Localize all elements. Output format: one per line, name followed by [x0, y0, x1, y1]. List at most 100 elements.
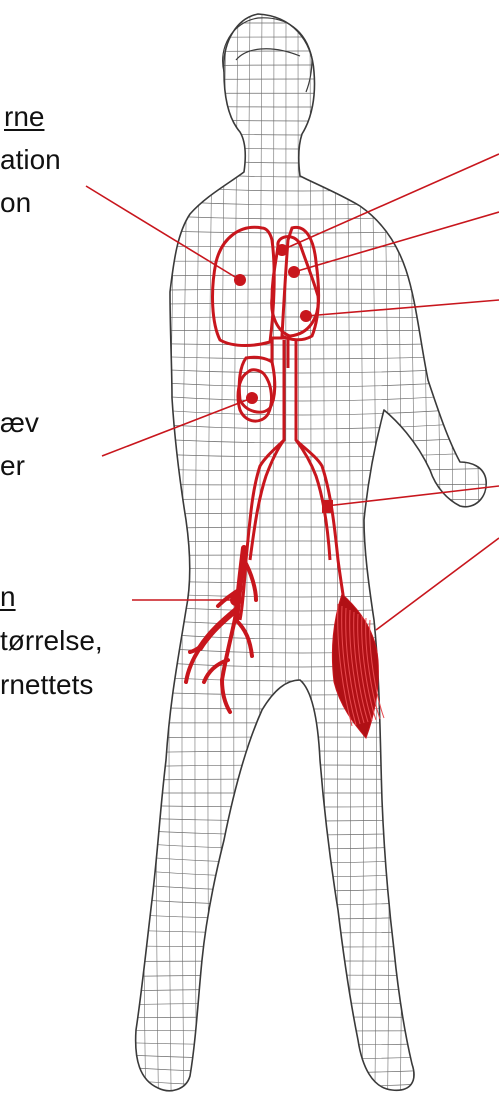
mesh-line-horizontal	[120, 1055, 490, 1059]
pointer-line	[282, 154, 499, 250]
mesh-line-horizontal	[120, 1043, 490, 1045]
mesh-line-horizontal	[120, 246, 490, 247]
mesh-line-horizontal	[120, 1067, 490, 1073]
mesh-line-horizontal	[120, 214, 490, 219]
mesh-line-horizontal	[120, 707, 490, 709]
mesh-line-vertical	[322, 10, 325, 1110]
mesh-line-horizontal	[120, 79, 490, 80]
pointer-line	[86, 186, 240, 280]
mesh-line-vertical	[169, 10, 178, 1110]
mesh-line-vertical	[130, 10, 142, 1110]
mesh-line-horizontal	[120, 118, 490, 121]
mesh-line-horizontal	[120, 568, 490, 569]
mesh-line-horizontal	[120, 155, 490, 163]
mesh-line-vertical	[156, 10, 166, 1110]
mesh-line-horizontal	[120, 631, 490, 639]
mesh-line-horizontal	[120, 555, 490, 556]
mesh-line-horizontal	[120, 142, 490, 149]
mesh-line-vertical	[273, 10, 274, 1110]
mesh-line-horizontal	[120, 765, 490, 767]
mesh-line-horizontal	[120, 605, 490, 611]
mesh-line-vertical	[406, 10, 415, 1110]
mesh-line-horizontal	[120, 527, 490, 529]
mesh-line-horizontal	[120, 130, 490, 135]
marker-dot	[288, 266, 300, 278]
mesh-line-horizontal	[120, 513, 490, 515]
mesh-line-vertical	[358, 10, 363, 1110]
mesh-line-vertical	[182, 10, 190, 1110]
mesh-line-vertical	[418, 10, 428, 1110]
mesh-line-horizontal	[120, 817, 490, 821]
mesh-line-horizontal	[120, 1080, 490, 1087]
wireframe-mesh	[117, 10, 493, 1110]
mesh-line-vertical	[195, 10, 202, 1110]
marker-dot	[246, 392, 258, 404]
mesh-line-vertical	[298, 10, 299, 1110]
mesh-line-horizontal	[120, 618, 490, 625]
mesh-line-horizontal	[120, 289, 490, 291]
mesh-line-vertical	[430, 10, 441, 1110]
mesh-line-horizontal	[120, 805, 490, 807]
mesh-line-horizontal	[120, 1017, 490, 1018]
pointer-line	[306, 300, 499, 316]
mesh-line-horizontal	[120, 989, 490, 991]
mesh-line-horizontal	[120, 946, 490, 947]
mesh-line-horizontal	[120, 355, 490, 359]
mesh-line-horizontal	[120, 645, 490, 653]
mesh-line-vertical	[394, 10, 402, 1110]
mesh-line-vertical	[478, 10, 493, 1110]
mesh-line-vertical	[143, 10, 154, 1110]
mesh-line-horizontal	[120, 779, 490, 780]
mesh-line-horizontal	[120, 37, 490, 38]
capillary-branch	[222, 680, 230, 712]
mesh-line-horizontal	[120, 468, 490, 471]
mesh-line-horizontal	[120, 751, 490, 753]
hair-outline	[223, 18, 312, 92]
mesh-line-horizontal	[120, 380, 490, 387]
pointer-lines	[86, 154, 499, 630]
mesh-line-horizontal	[120, 737, 490, 738]
mesh-line-horizontal	[120, 343, 490, 345]
mesh-line-horizontal	[120, 855, 490, 863]
mesh-line-vertical	[454, 10, 467, 1110]
mesh-line-vertical	[382, 10, 389, 1110]
mesh-line-horizontal	[120, 580, 490, 583]
mesh-line-vertical	[466, 10, 480, 1110]
marker-dot	[230, 594, 242, 606]
mesh-line-horizontal	[120, 830, 490, 835]
mesh-line-horizontal	[120, 842, 490, 849]
mesh-line-vertical	[234, 10, 238, 1110]
mesh-line-horizontal	[120, 660, 490, 667]
mesh-line-vertical	[346, 10, 350, 1110]
mesh-line-horizontal	[120, 183, 490, 191]
marker-dot	[234, 274, 246, 286]
mesh-line-horizontal	[120, 691, 490, 695]
mesh-line-horizontal	[120, 407, 490, 415]
mesh-line-horizontal	[120, 65, 490, 67]
pointer-line	[326, 486, 499, 506]
mesh-line-horizontal	[120, 275, 490, 276]
mesh-line-vertical	[221, 10, 226, 1110]
artery-marker-segment	[322, 500, 333, 513]
mesh-line-vertical	[370, 10, 376, 1110]
mesh-line-horizontal	[120, 592, 490, 597]
mesh-line-horizontal	[120, 367, 490, 373]
mesh-line-horizontal	[120, 484, 490, 485]
thigh-muscle	[332, 594, 378, 738]
mesh-line-horizontal	[120, 499, 490, 500]
left-lung-outline	[213, 227, 275, 345]
marker-dot	[276, 244, 288, 256]
mesh-line-horizontal	[120, 1093, 490, 1101]
pointer-line	[376, 538, 499, 630]
mesh-line-horizontal	[120, 1003, 490, 1005]
mesh-line-horizontal	[120, 975, 490, 977]
pointer-line	[294, 212, 499, 272]
mesh-line-vertical	[117, 10, 130, 1110]
mesh-line-horizontal	[120, 899, 490, 905]
mesh-line-horizontal	[120, 914, 490, 919]
marker-dot	[300, 310, 312, 322]
mesh-line-horizontal	[120, 198, 490, 205]
mesh-line-horizontal	[120, 541, 490, 543]
mesh-line-vertical	[208, 10, 214, 1110]
